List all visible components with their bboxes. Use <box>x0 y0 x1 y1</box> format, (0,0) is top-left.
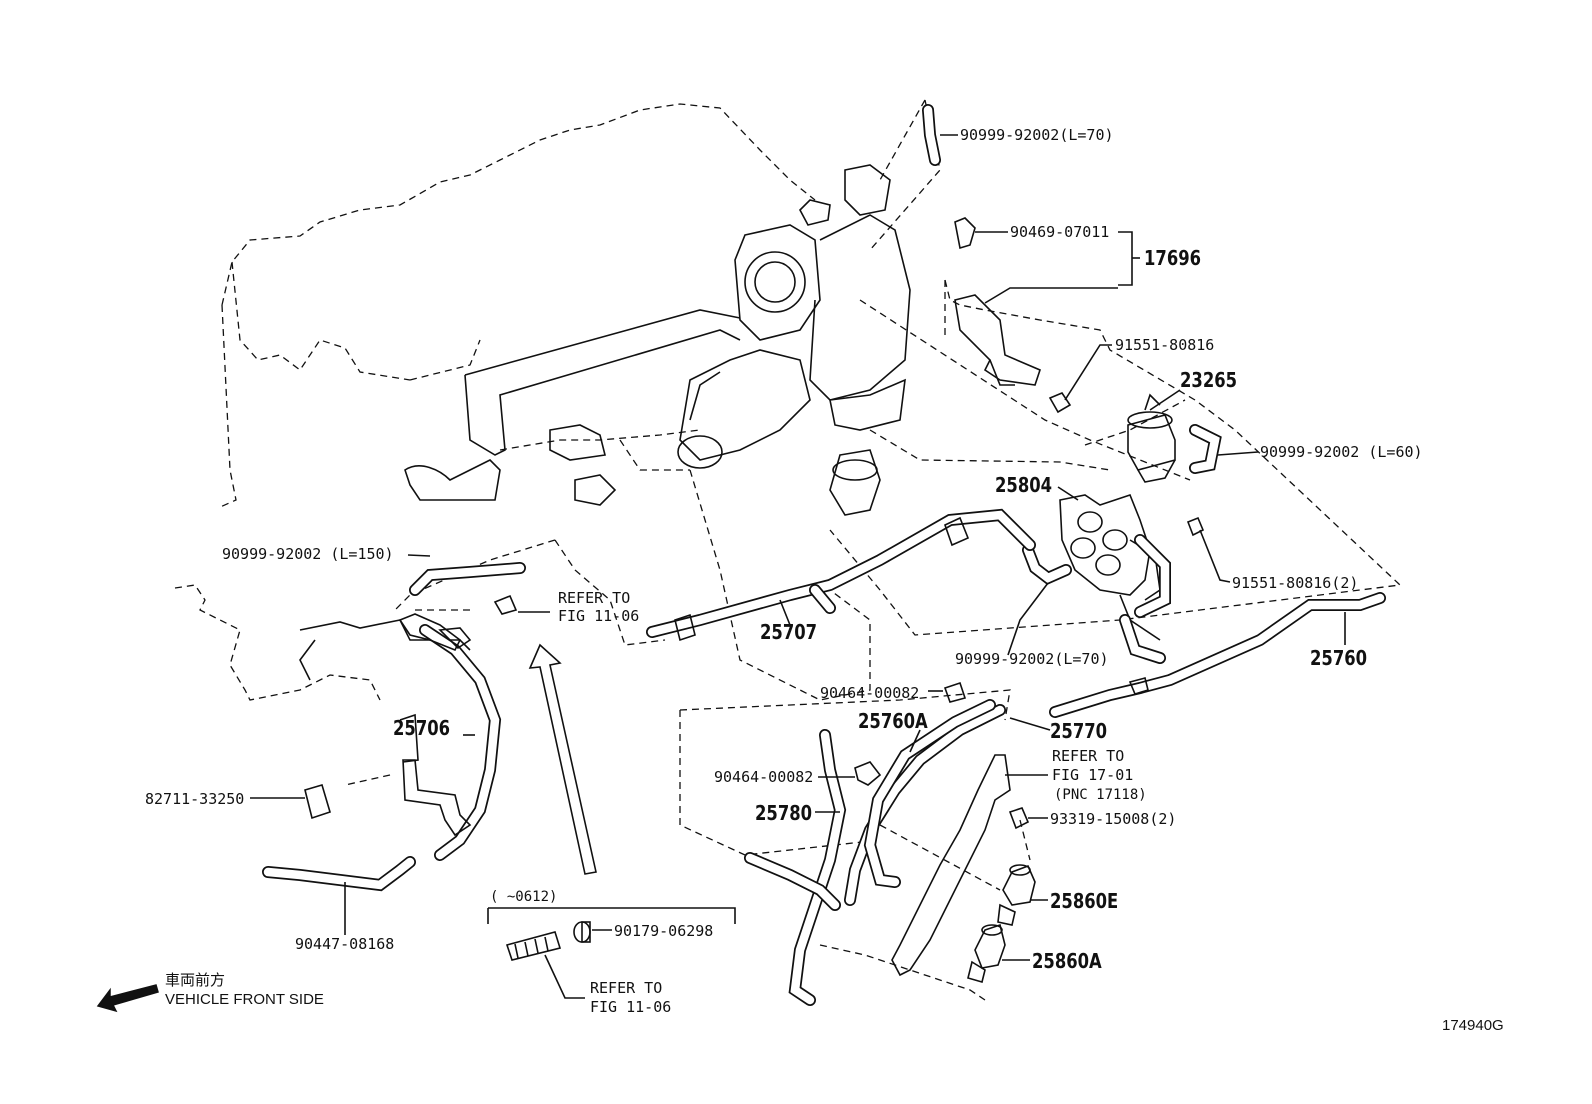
label-bolt-93319: 93319-15008(2) <box>1050 810 1177 828</box>
label-hose-70-top: 90999-92002(L=70) <box>960 126 1114 144</box>
label-front-japanese: 車両前方 <box>165 972 226 989</box>
label-part-25860a: 25860A <box>1032 949 1102 973</box>
label-part-25760a: 25760A <box>858 709 928 733</box>
label-date-range: ( ~0612) <box>490 889 558 905</box>
label-refer-fig-1701-line2: FIG 17-01 <box>1052 766 1134 784</box>
label-bracket-82711: 82711-33250 <box>145 790 245 808</box>
label-refer-fig-1701-line3: (PNC 17118) <box>1054 787 1147 803</box>
label-bolt-91551-a: 91551-80816 <box>1115 336 1215 354</box>
label-leaders <box>250 134 1346 999</box>
filter-23265-shape <box>1127 393 1176 483</box>
date-range-bracket <box>487 907 736 924</box>
label-bolt-91551-b: 91551-80816(2) <box>1232 574 1359 592</box>
bracket-17118-shape <box>891 754 1011 977</box>
label-hose-90447: 90447-08168 <box>295 935 395 953</box>
label-part-17696: 17696 <box>1144 246 1202 270</box>
label-clip-90469: 90469-07011 <box>1010 223 1110 241</box>
valve-25860a-shape <box>967 923 1006 983</box>
pipe-25706-shape <box>419 624 502 861</box>
label-part-25860e: 25860E <box>1050 889 1119 913</box>
bolt-91551-shape <box>1048 392 1205 537</box>
label-clamp-90464-b: 90464-00082 <box>714 768 814 786</box>
label-refer-fig-1106-b-line2: FIG 11-06 <box>590 998 672 1016</box>
valve-25860e-shape <box>997 864 1036 926</box>
label-refer-fig-1106-a-line1: REFER TO <box>558 589 631 607</box>
bracket-82711-shape <box>304 784 331 820</box>
label-vehicle-front-side: VEHICLE FRONT SIDE <box>165 991 324 1008</box>
label-part-25804: 25804 <box>995 473 1053 497</box>
clamp-90464-a-shape <box>943 681 967 703</box>
direction-arrow-shape <box>528 643 597 875</box>
label-part-25770: 25770 <box>1050 719 1108 743</box>
bolt-93319-shape <box>1008 807 1030 830</box>
label-refer-fig-1701-line1: REFER TO <box>1052 747 1125 765</box>
label-hose-70-mid: 90999-92002(L=70) <box>955 650 1109 668</box>
valve-25804-shape <box>1059 494 1161 641</box>
label-refer-fig-1106-b-line1: REFER TO <box>590 979 663 997</box>
label-bushing-90179: 90179-06298 <box>614 922 714 940</box>
engine-block-outline <box>217 103 816 509</box>
label-part-25760: 25760 <box>1310 646 1368 670</box>
stud-shape <box>505 931 562 961</box>
vehicle-front-arrow-icon <box>96 984 159 1013</box>
label-refer-fig-1106-a-line2: FIG 11-06 <box>558 607 640 625</box>
turbo-assembly <box>677 164 911 516</box>
lower-engine-outline <box>174 584 381 701</box>
figure-id: 174940G <box>1442 1017 1504 1034</box>
label-part-25780: 25780 <box>755 801 813 825</box>
label-hose-60: 90999-92002 (L=60) <box>1260 443 1423 461</box>
label-part-25707: 25707 <box>760 620 818 644</box>
label-hose-150: 90999-92002 (L=150) <box>222 545 394 563</box>
bracket-17696-shape <box>954 217 1041 386</box>
label-part-23265: 23265 <box>1180 368 1238 392</box>
pipe-25707-shape <box>646 508 1036 642</box>
label-part-25706: 25706 <box>393 716 451 740</box>
label-clamp-90464-a: 90464-00082 <box>820 684 920 702</box>
